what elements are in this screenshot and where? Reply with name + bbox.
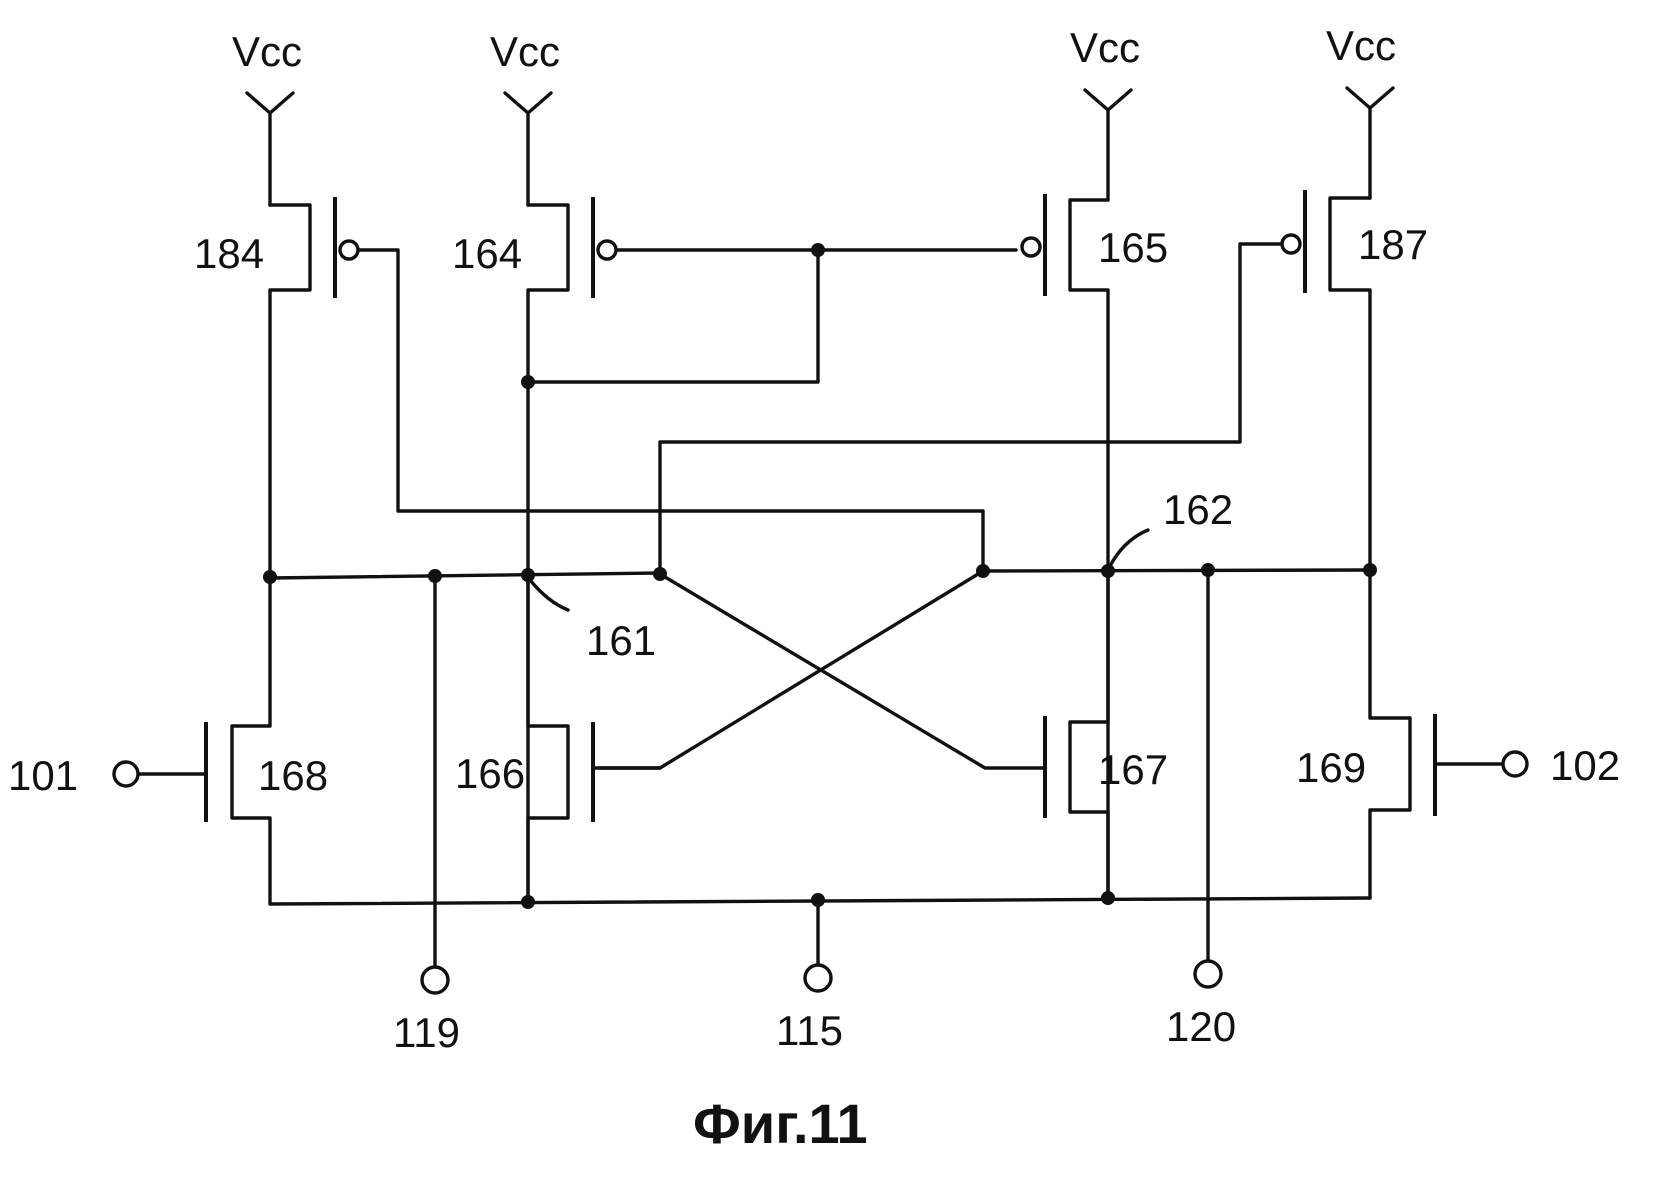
gate-feedback-wire <box>526 248 820 384</box>
pmos-transistor-184: 184 <box>194 197 985 580</box>
vcc-symbol-187: Vcc <box>1326 22 1396 200</box>
pmos-transistor-164: 164 <box>452 197 1018 900</box>
svg-text:161: 161 <box>586 617 656 664</box>
node-label-161: 161 <box>528 578 656 664</box>
terminal-102: 102 <box>1501 742 1620 789</box>
node-162-bus <box>981 568 1372 573</box>
vcc-label: Vcc <box>490 28 560 75</box>
transistor-label: 169 <box>1296 744 1366 791</box>
terminal-119: 119 <box>393 574 460 1056</box>
pmos-transistor-187: 187 <box>658 190 1428 576</box>
vcc-symbol-165: Vcc <box>1070 24 1140 202</box>
terminal-101: 101 <box>8 752 140 799</box>
junction-dot <box>521 375 535 389</box>
transistor-label: 184 <box>194 230 264 277</box>
nmos-transistor-167: 167 <box>1043 569 1168 900</box>
transistor-label: 165 <box>1098 224 1168 271</box>
transistor-label: 166 <box>455 750 525 797</box>
svg-text:120: 120 <box>1166 1003 1236 1050</box>
terminal-115: 115 <box>776 898 843 1054</box>
junction-dot <box>976 564 990 578</box>
cross-wire-to-166 <box>598 569 985 770</box>
nmos-transistor-169: 169 <box>1296 568 1507 900</box>
terminal-120: 120 <box>1166 568 1236 1050</box>
junction-dot <box>811 243 825 257</box>
transistor-label: 168 <box>258 752 328 799</box>
transistor-label: 187 <box>1358 221 1428 268</box>
vcc-label: Vcc <box>232 28 302 75</box>
junction-dot <box>653 567 667 581</box>
svg-text:162: 162 <box>1163 486 1233 533</box>
junction-dot <box>521 895 535 909</box>
nmos-transistor-166: 166 <box>455 573 662 904</box>
transistor-label: 167 <box>1098 746 1168 793</box>
junction-dot <box>1101 891 1115 905</box>
node-label-162: 162 <box>1108 486 1233 568</box>
svg-text:102: 102 <box>1550 742 1620 789</box>
figure-caption: Фиг.11 <box>693 1092 868 1155</box>
vcc-label: Vcc <box>1326 22 1396 69</box>
vcc-symbol-184: Vcc <box>232 28 302 207</box>
pmos-transistor-165: 165 <box>1020 194 1168 900</box>
nmos-transistor-168: 168 <box>134 575 1372 906</box>
svg-text:115: 115 <box>776 1007 843 1054</box>
node-161-bus <box>268 571 662 580</box>
cross-wire-to-167 <box>658 572 1047 770</box>
svg-text:119: 119 <box>393 1009 460 1056</box>
vcc-label: Vcc <box>1070 24 1140 71</box>
vcc-symbol-164: Vcc <box>490 28 560 207</box>
transistor-label: 164 <box>452 230 522 277</box>
svg-text:101: 101 <box>8 752 78 799</box>
